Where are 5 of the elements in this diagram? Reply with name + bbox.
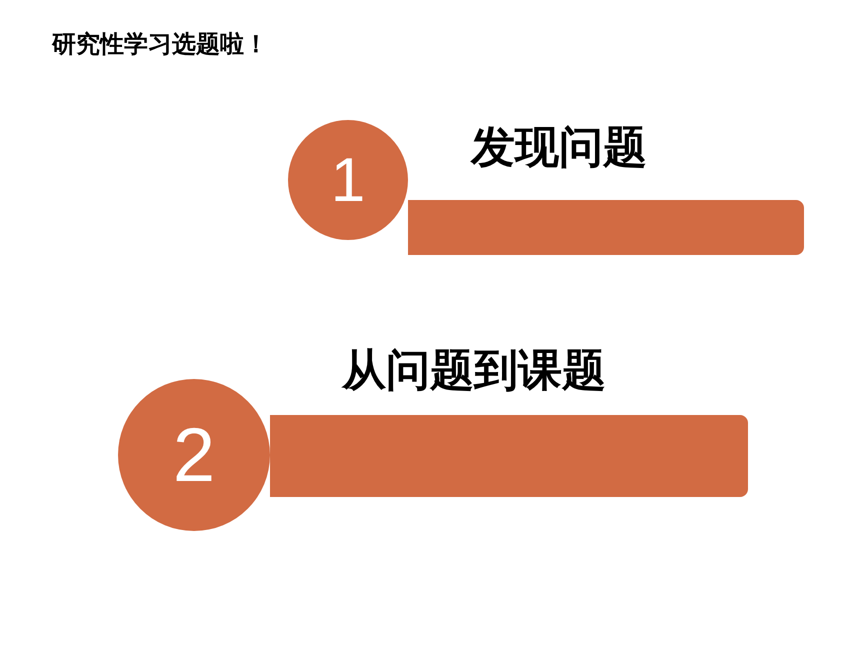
number-badge: 1 xyxy=(288,120,408,240)
number-badge: 2 xyxy=(118,379,270,531)
heading: 从问题到课题 xyxy=(342,344,606,398)
slide-title: 研究性学习选题啦！ xyxy=(52,29,268,60)
heading: 发现问题 xyxy=(471,121,647,175)
